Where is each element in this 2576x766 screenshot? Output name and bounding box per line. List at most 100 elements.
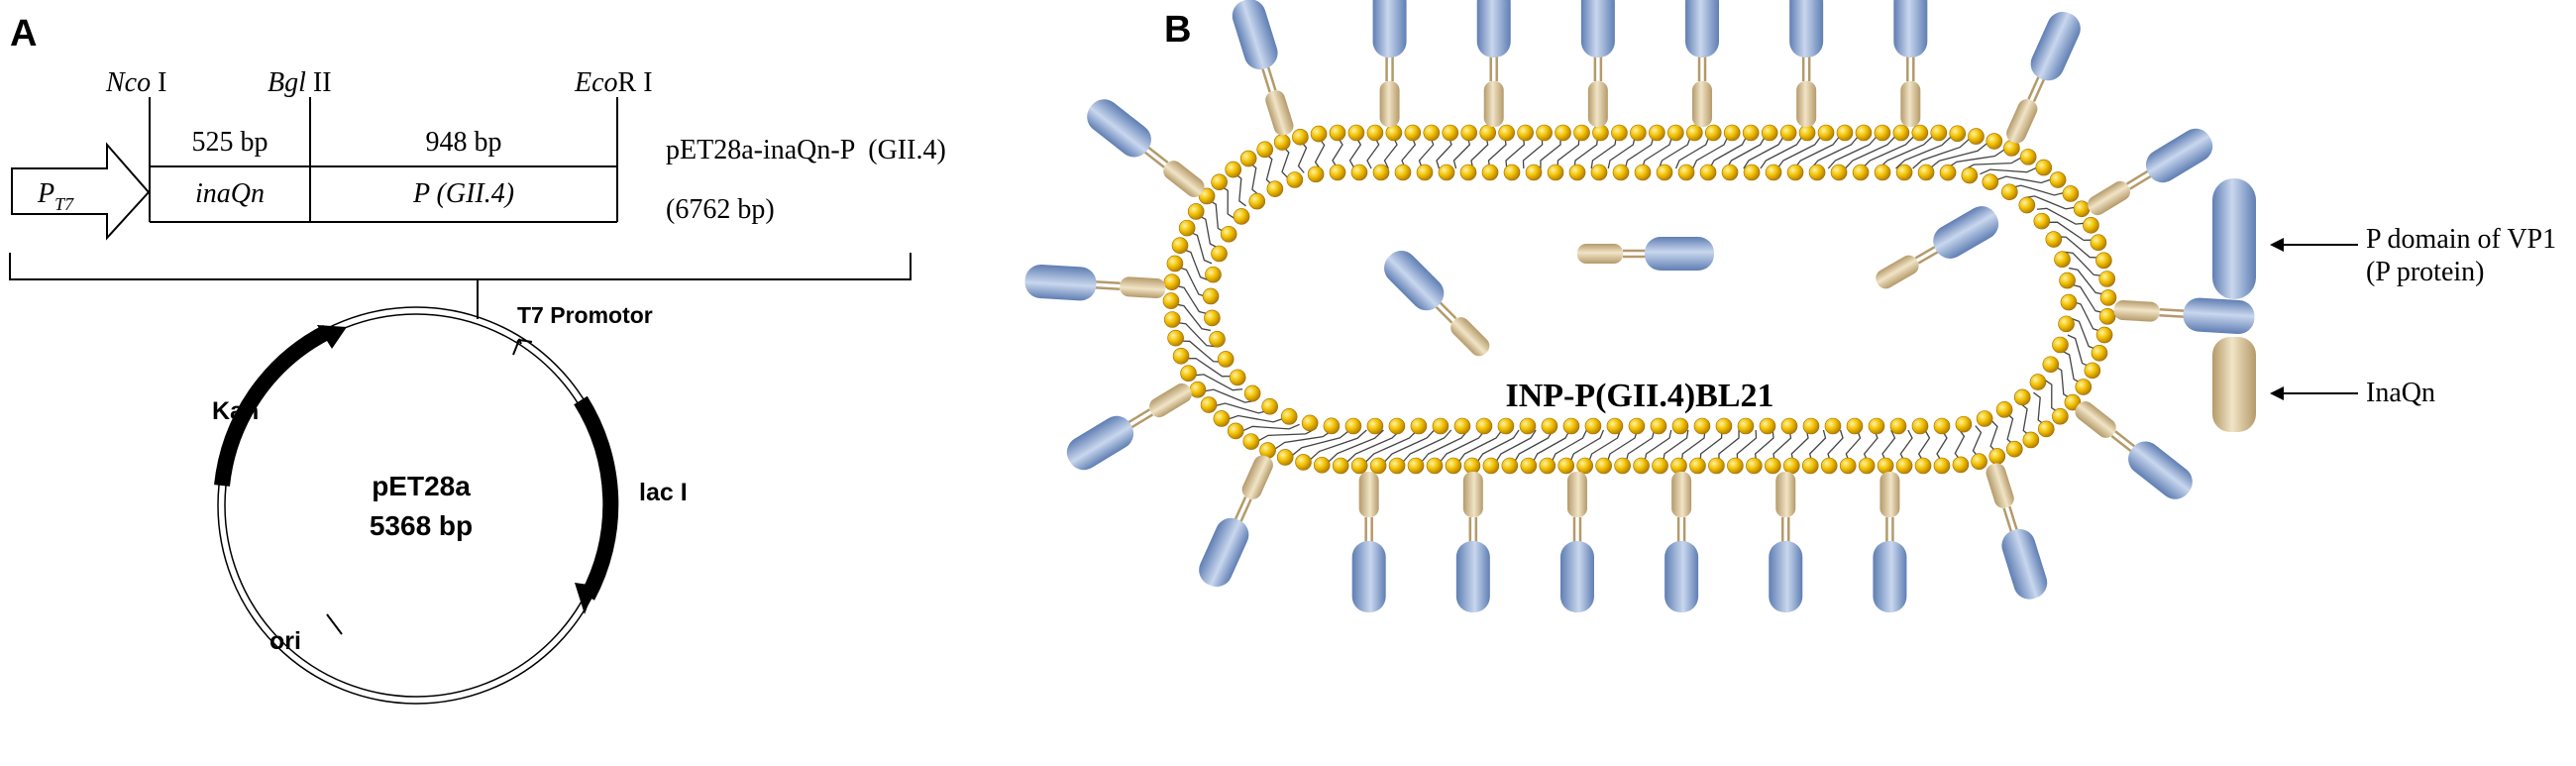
fusion-protein [1476,0,1511,127]
lipid-head [1614,457,1631,475]
lipid-head [1497,417,1515,435]
lipid-head [1332,457,1349,475]
lipid-head [1163,274,1181,290]
lipid-head [1372,164,1390,181]
linker [1234,495,1247,521]
lipid-head [1961,166,1979,184]
lipid-tail [1929,143,1988,169]
p-domain [1384,251,1445,311]
lipid-head [2019,149,2037,165]
lac-i-gene [574,395,619,614]
inaqn-domain [1241,455,1273,499]
lipid-head [1517,124,1534,142]
lipid-head [1482,457,1500,475]
lipid-tail [2036,207,2086,225]
lipid-head [1211,173,1228,191]
lipid-tail [1178,267,1208,298]
lipid-tail [1265,153,1274,186]
lipid-tail [1980,166,2038,175]
lipid-head [1307,165,1325,183]
fusion-protein [1685,0,1720,127]
lipid-tail [1790,429,1809,463]
linker [1129,413,1153,430]
inaqn-domain [1450,317,1490,357]
linker [1142,150,1165,168]
lipid-head [1171,237,1189,254]
lipid-head [2037,420,2055,438]
lipid-head [1933,417,1951,435]
lipid-tail [1726,136,1766,169]
lipid-tail [1241,423,1300,432]
lipid-head [1162,292,1180,309]
lipid-head [1855,124,1873,142]
fusion-protein [1087,99,1205,197]
lipid-head [2049,171,2067,188]
lipid-tail [1736,429,1758,463]
lipid-head [1820,457,1838,475]
lipid-tail [1772,429,1792,463]
lipid-head [1802,417,1820,435]
lipid-head [1501,457,1519,475]
lipid-head [1968,128,1985,145]
lipid-tail [1899,429,1913,463]
lipid-head [1743,164,1761,181]
lipid-head [1344,417,1362,435]
site-bgl: Bgl II [268,67,332,98]
lipid-head [2033,212,2051,230]
lipid-head [1416,164,1434,181]
inaqn-domain [1462,472,1483,517]
lipid-tail [1845,429,1862,463]
membrane-lipid-heads [1162,124,2117,475]
lipid-tail [1297,140,1308,173]
lipid-head [1453,417,1471,435]
fusion-protein [2075,401,2193,499]
lipid-head [1877,457,1894,475]
lipid-head [1227,422,1244,440]
lipid-head [2045,231,2063,248]
lipid-tail [1863,429,1878,463]
inaqn-domain [2075,401,2116,438]
kan-gene [214,324,347,487]
fusion-protein [1580,0,1615,127]
p-domain [1769,541,1803,612]
lipid-head [1874,124,1891,142]
lipid-tail [1180,340,1224,363]
lipid-tail [1495,429,1537,463]
lipid-tail [1995,175,2052,184]
lipid-tail [1470,136,1489,169]
lipid-head [1798,124,1816,142]
lipid-tail [1274,429,1334,450]
lipid-head [1463,457,1481,475]
lipid-tail [1644,429,1672,463]
free-fusion-protein [1577,237,1714,271]
legend-inaqn-icon [2212,337,2256,432]
lipid-tail [1248,162,1259,196]
lipid-tail [1257,427,1317,442]
lipid-head [2018,196,2036,214]
linker [1266,64,1277,91]
lipid-tail [1383,136,1398,169]
lipid-head [1205,266,1222,283]
lipid-head [1329,124,1346,142]
lipid-head [1895,164,1913,181]
lipid-tail [1912,138,1970,169]
lipid-head [1606,417,1624,435]
lipid-head [1982,173,1999,190]
lipid-head [2084,362,2101,380]
linker [2032,77,2046,103]
lipid-head [1350,457,1368,475]
p-size: 948 bp [426,127,502,158]
lipid-tail [1861,136,1914,169]
lipid-head [1198,187,1216,205]
lipid-head [1576,457,1594,475]
lipid-head [1329,164,1346,181]
lipid-head [1180,365,1197,383]
lipid-head [1239,150,1257,167]
construct-name: pET28a-inaQn-P (GII.4) [666,135,946,165]
cytoplasmic-proteins [1384,206,1999,357]
lipid-head [2090,234,2107,251]
lipid-head [2058,315,2075,333]
lipid-head [1172,348,1190,365]
p-domain [1066,415,1134,471]
ori-label: ori [269,627,301,655]
